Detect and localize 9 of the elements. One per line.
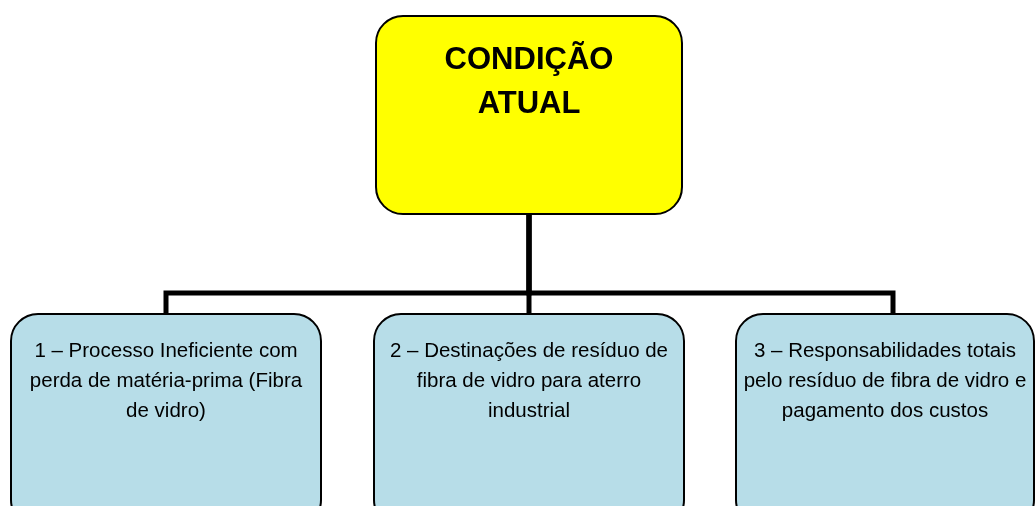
- connector-line: [526, 215, 896, 313]
- title-box: [375, 15, 683, 215]
- cause-box: [10, 313, 322, 506]
- box-text: 2 – Destinações de resíduo de fibra de vidro para aterro industrial: [388, 337, 670, 423]
- cause-box: [735, 313, 1035, 506]
- box-text: 3 – Responsabilidades totais pelo resíduo de fibra de vidro e pagamento dos custos: [743, 337, 1027, 423]
- box-text: 1 – Processo Ineficiente com perda de matéria-prima (Fibra de vidro): [28, 337, 304, 423]
- box-text: CONDIÇÃO ATUAL: [443, 40, 615, 122]
- cause-box: [373, 313, 685, 506]
